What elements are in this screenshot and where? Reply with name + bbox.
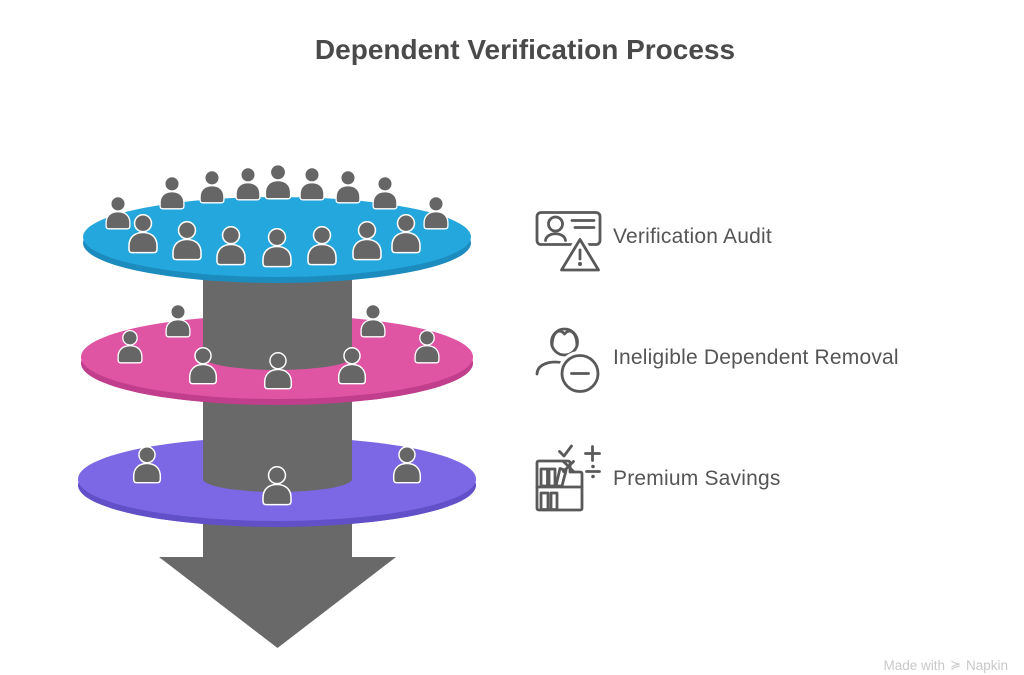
person-icon [372,176,398,210]
watermark-text: Made with [883,657,946,673]
watermark: Made with ≽ Napkin [884,657,1008,673]
person-icon [159,176,185,210]
legend-label: Premium Savings [613,467,781,490]
person-icon [235,167,261,201]
savings-calculator-icon [535,444,601,512]
legend-item-verification-audit: Verification Audit [532,200,772,274]
person-remove-icon [535,327,603,395]
watermark-brand: Napkin [965,657,1008,673]
person-icon [264,163,292,200]
napkin-logo-icon: ≽ [950,657,961,672]
down-arrow [159,237,396,648]
legend-item-premium-savings: Premium Savings [532,442,781,516]
person-icon [335,170,361,204]
legend-label: Verification Audit [613,225,772,248]
id-card-warning-icon [535,211,603,274]
legend-item-ineligible-dependent-removal: Ineligible Dependent Removal [532,321,899,395]
legend-label: Ineligible Dependent Removal [613,346,899,369]
person-icon [199,170,225,204]
person-icon [299,167,325,201]
page-title: Dependent Verification Process [314,34,736,65]
